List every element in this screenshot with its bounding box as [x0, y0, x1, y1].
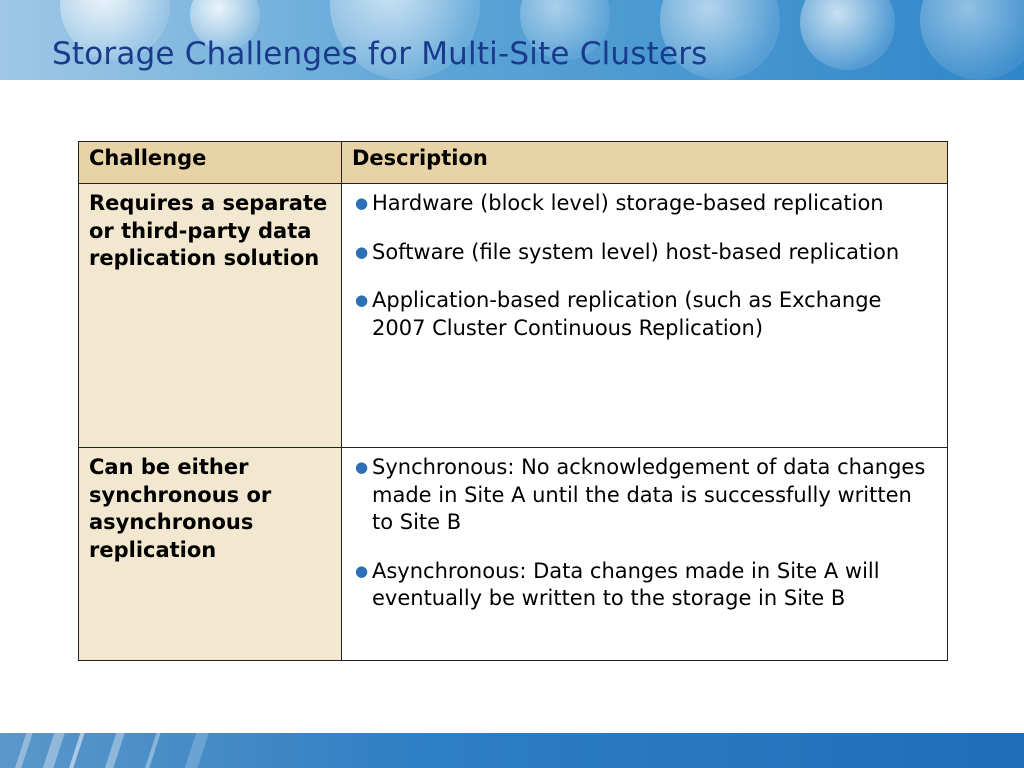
challenge-cell: Requires a separate or third-party data …: [78, 183, 342, 448]
light-streak-decoration: [64, 733, 88, 768]
challenge-cell: Can be either synchronous or asynchronou…: [78, 447, 342, 661]
header-challenge: Challenge: [78, 141, 342, 184]
table-row: Can be either synchronous or asynchronou…: [78, 447, 948, 661]
description-cell: ● Synchronous: No acknowledgement of dat…: [341, 447, 948, 661]
light-streak-decoration: [181, 733, 211, 768]
bullet-text: Hardware (block level) storage-based rep…: [372, 191, 884, 215]
bullet-dot-icon: ●: [355, 561, 369, 580]
challenges-table-container: Challenge Description Requires a separat…: [78, 141, 948, 661]
bullet-text: Asynchronous: Data changes made in Site …: [372, 558, 880, 611]
light-streak-decoration: [100, 733, 128, 768]
bullet-item: ● Software (file system level) host-base…: [352, 239, 937, 267]
bullet-text: Synchronous: No acknowledgement of data …: [372, 455, 926, 534]
bullet-item: ● Hardware (block level) storage-based r…: [352, 190, 937, 218]
bullet-item: ● Asynchronous: Data changes made in Sit…: [352, 558, 937, 613]
bullet-dot-icon: ●: [355, 458, 369, 476]
bullet-list: ● Synchronous: No acknowledgement of dat…: [352, 454, 937, 613]
light-streak-decoration: [140, 733, 164, 768]
bullet-dot-icon: ●: [355, 242, 369, 261]
bullet-dot-icon: ●: [355, 291, 369, 309]
bullet-item: ● Synchronous: No acknowledgement of dat…: [352, 454, 937, 537]
table-row: Requires a separate or third-party data …: [78, 183, 948, 448]
description-cell: ● Hardware (block level) storage-based r…: [341, 183, 948, 448]
bullet-list: ● Hardware (block level) storage-based r…: [352, 190, 937, 342]
light-streak-decoration: [10, 733, 36, 768]
bullet-item: ● Application-based replication (such as…: [352, 287, 937, 342]
bubble-decoration: [920, 0, 1024, 80]
challenges-table: Challenge Description Requires a separat…: [78, 141, 948, 661]
header-description: Description: [341, 141, 948, 184]
bullet-dot-icon: ●: [355, 194, 369, 212]
header-banner: [0, 0, 1024, 80]
bubble-decoration: [800, 0, 895, 70]
slide-title: Storage Challenges for Multi-Site Cluste…: [52, 36, 708, 72]
table-header-row: Challenge Description: [78, 141, 948, 184]
bullet-text: Software (file system level) host-based …: [372, 239, 900, 264]
footer-band: [0, 733, 1024, 768]
light-streak-decoration: [38, 733, 68, 768]
bullet-text: Application-based replication (such as E…: [372, 288, 882, 340]
